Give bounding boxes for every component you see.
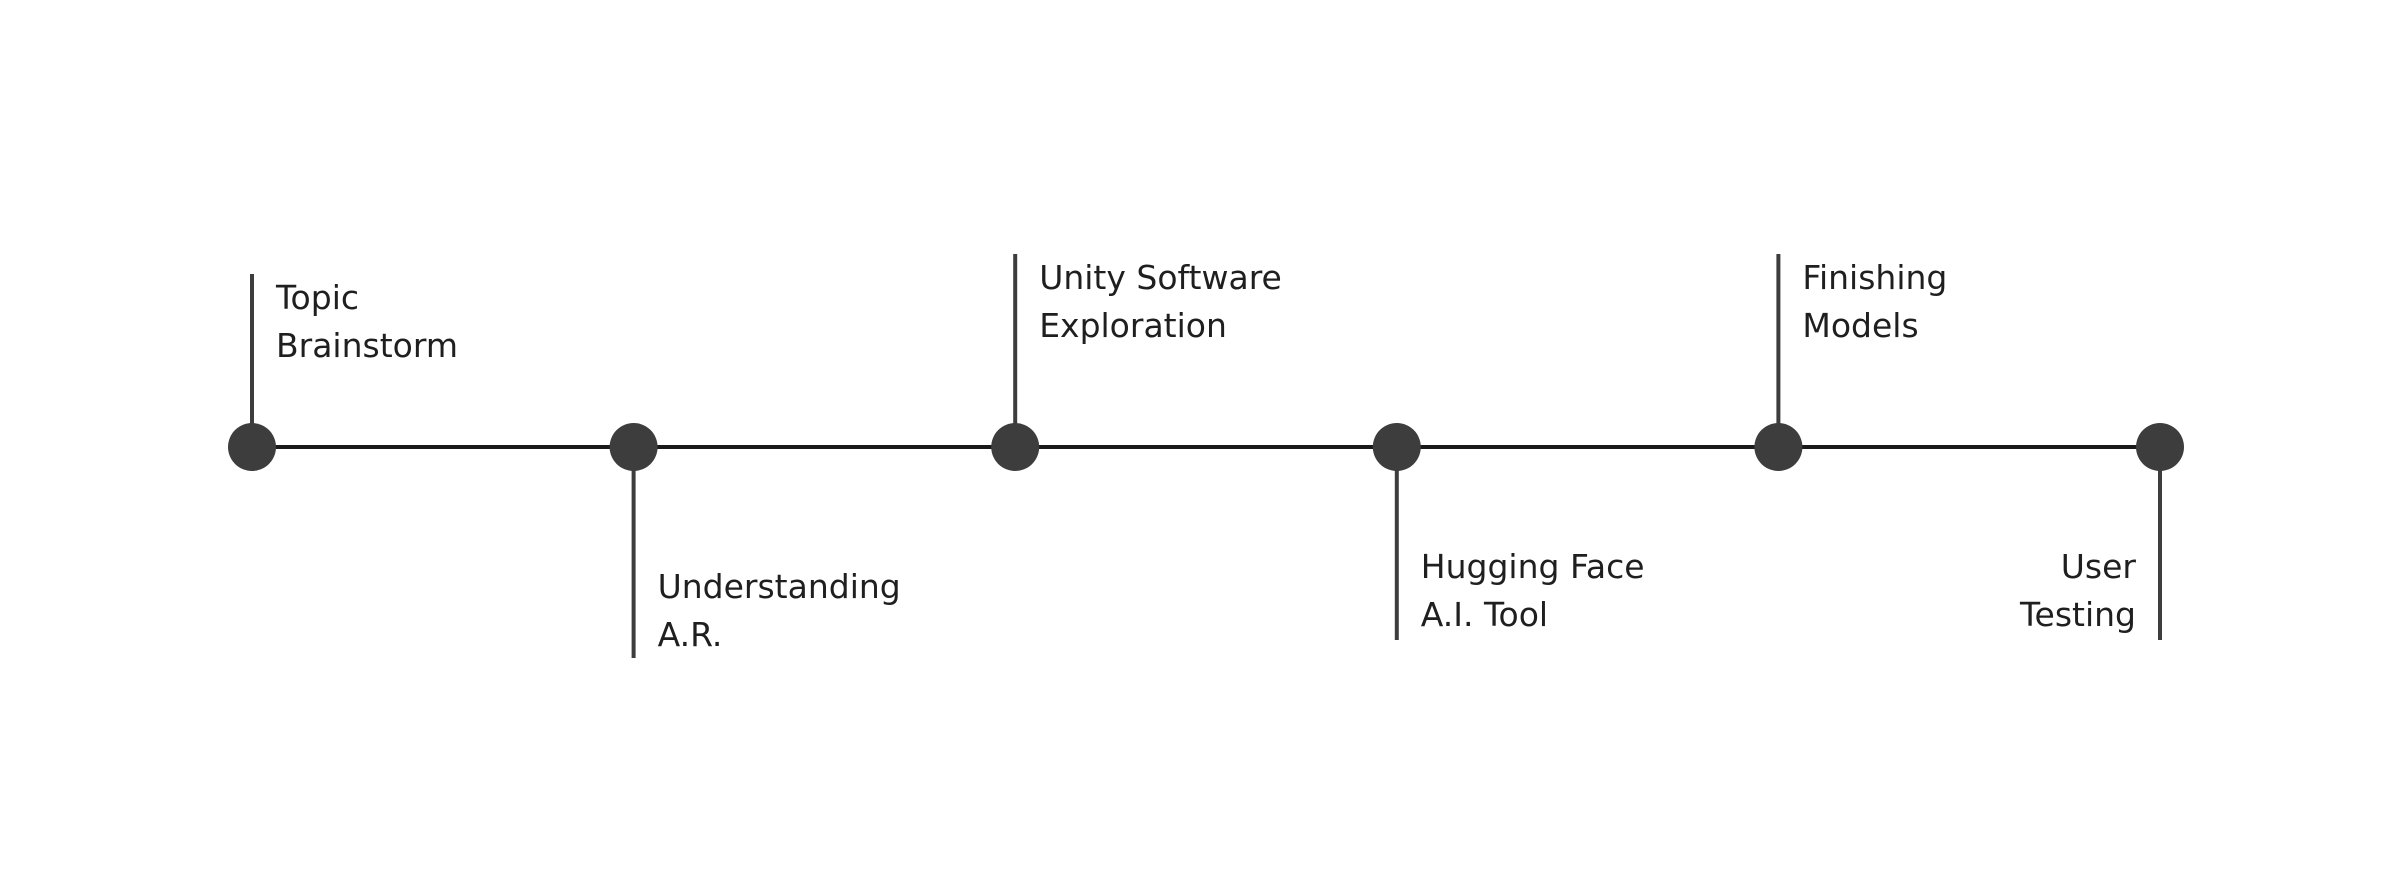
milestone-label-line: User — [2061, 547, 2137, 586]
milestone-label-line: Unity Software — [1039, 258, 1282, 297]
milestone-node — [1754, 423, 1803, 471]
milestone-node — [609, 423, 658, 471]
milestone-label-line: Exploration — [1039, 306, 1227, 345]
milestone-node — [2136, 423, 2184, 471]
milestone-label-line: Brainstorm — [276, 326, 458, 365]
milestone-node — [228, 423, 276, 471]
milestone-label-line: Hugging Face — [1421, 547, 1645, 586]
milestone-label-line: A.R. — [658, 615, 723, 654]
milestone-label-line: Models — [1802, 306, 1918, 345]
milestone-label-line: Understanding — [658, 567, 901, 606]
milestone-label-line: Finishing — [1802, 258, 1947, 297]
milestone-node — [991, 423, 1040, 471]
milestone-node — [1372, 423, 1421, 471]
milestone-label-line: Testing — [2019, 595, 2136, 634]
milestone-label-line: Topic — [275, 278, 359, 317]
milestone-label-line: A.I. Tool — [1421, 595, 1548, 634]
